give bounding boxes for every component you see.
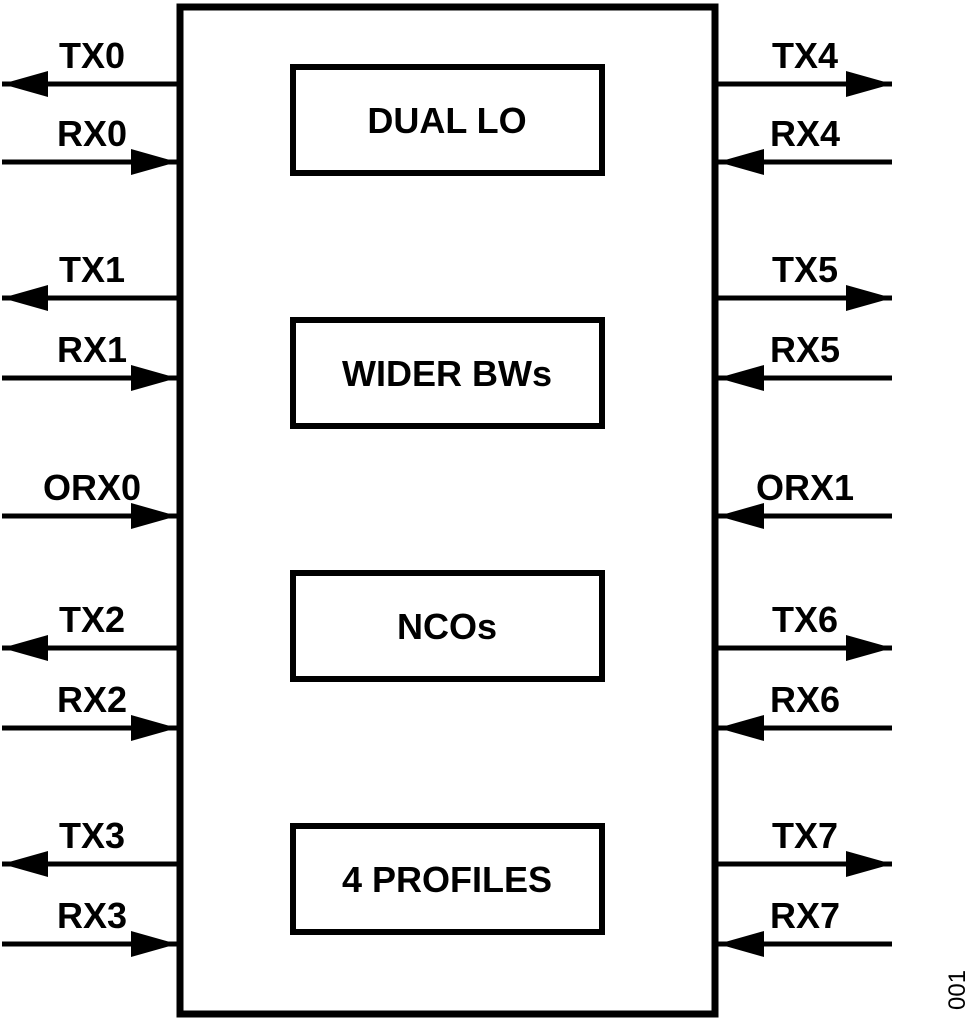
arrow-right-icon	[131, 715, 177, 741]
port-label: ORX1	[756, 467, 854, 508]
arrow-right-icon	[846, 71, 892, 97]
port-label: RX1	[57, 329, 127, 370]
port-tx3: TX3	[2, 815, 177, 877]
port-label: TX1	[59, 249, 125, 290]
block-label: 4 PROFILES	[342, 859, 552, 900]
port-tx6: TX6	[718, 599, 892, 661]
arrow-right-icon	[131, 503, 177, 529]
block-ncos: NCOs	[290, 570, 605, 682]
block-label: WIDER BWs	[342, 353, 552, 394]
arrow-right-icon	[131, 931, 177, 957]
port-label: TX0	[59, 35, 125, 76]
port-tx2: TX2	[2, 599, 177, 661]
block-frame	[290, 64, 605, 176]
port-orx1: ORX1	[718, 467, 892, 529]
port-tx4: TX4	[718, 35, 892, 97]
port-label: TX6	[772, 599, 838, 640]
port-rx5: RX5	[718, 329, 892, 391]
arrow-right-icon	[131, 365, 177, 391]
arrow-left-icon	[718, 365, 764, 391]
port-label: ORX0	[43, 467, 141, 508]
port-label: RX3	[57, 895, 127, 936]
port-label: RX6	[770, 679, 840, 720]
arrow-left-icon	[718, 503, 764, 529]
port-rx0: RX0	[2, 113, 177, 175]
arrow-right-icon	[846, 635, 892, 661]
arrow-left-icon	[718, 931, 764, 957]
port-rx7: RX7	[718, 895, 892, 957]
port-rx6: RX6	[718, 679, 892, 741]
block-dual-lo: DUAL LO	[290, 64, 605, 176]
arrow-left-icon	[718, 149, 764, 175]
port-label: TX4	[772, 35, 838, 76]
port-tx5: TX5	[718, 249, 892, 311]
arrow-left-icon	[2, 285, 48, 311]
port-tx7: TX7	[718, 815, 892, 877]
arrow-right-icon	[846, 285, 892, 311]
port-label: TX3	[59, 815, 125, 856]
port-label: RX7	[770, 895, 840, 936]
port-rx4: RX4	[718, 113, 892, 175]
figure-number: 001	[944, 970, 971, 1010]
arrow-left-icon	[2, 851, 48, 877]
arrow-left-icon	[718, 715, 764, 741]
port-label: TX7	[772, 815, 838, 856]
port-tx0: TX0	[2, 35, 177, 97]
block-wider-bws: WIDER BWs	[290, 317, 605, 429]
block-frame	[290, 317, 605, 429]
block-frame	[290, 570, 605, 682]
main-chip-outline	[176, 3, 719, 1018]
arrow-right-icon	[131, 149, 177, 175]
port-label: TX2	[59, 599, 125, 640]
block-label: NCOs	[397, 606, 497, 647]
port-label: RX4	[770, 113, 840, 154]
port-tx1: TX1	[2, 249, 177, 311]
port-rx1: RX1	[2, 329, 177, 391]
port-label: RX2	[57, 679, 127, 720]
port-label: TX5	[772, 249, 838, 290]
port-rx3: RX3	[2, 895, 177, 957]
port-label: RX5	[770, 329, 840, 370]
block-four-profiles: 4 PROFILES	[290, 823, 605, 935]
arrow-left-icon	[2, 71, 48, 97]
arrow-left-icon	[2, 635, 48, 661]
arrow-right-icon	[846, 851, 892, 877]
block-label: DUAL LO	[367, 100, 526, 141]
port-rx2: RX2	[2, 679, 177, 741]
port-label: RX0	[57, 113, 127, 154]
port-orx0: ORX0	[2, 467, 177, 529]
block-frame	[290, 823, 605, 935]
